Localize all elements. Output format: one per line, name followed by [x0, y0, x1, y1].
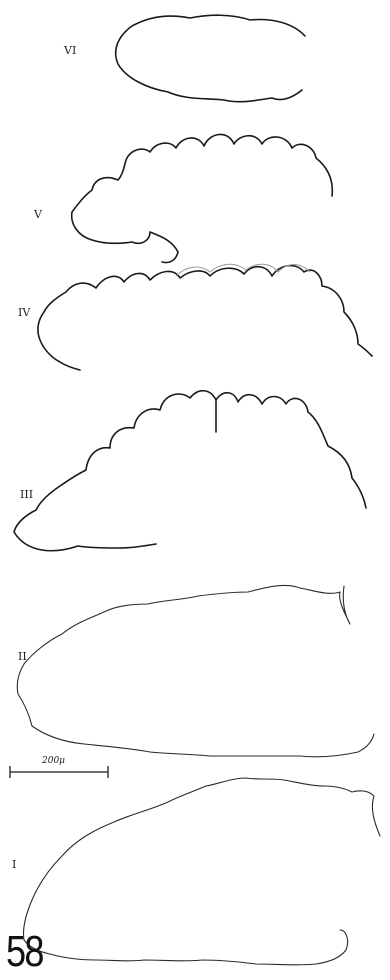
outline-stage-vi [116, 15, 305, 101]
plate-number: 58 [6, 930, 43, 974]
stage-label-i: I [12, 858, 16, 871]
stage-label-iii: III [20, 488, 33, 501]
scale-bar-label: 200μ [42, 756, 65, 766]
outline-stage-ii [17, 585, 374, 756]
stage-label-v: V [34, 208, 42, 221]
stage-label-vi: VI [64, 44, 76, 57]
stage-label-iv: IV [18, 306, 30, 319]
outline-stage-v [72, 134, 333, 262]
stage-label-ii: II [18, 650, 27, 663]
outline-stage-i [23, 778, 380, 965]
outline-stage-iv [38, 266, 372, 370]
outline-stage-iii [14, 391, 366, 551]
